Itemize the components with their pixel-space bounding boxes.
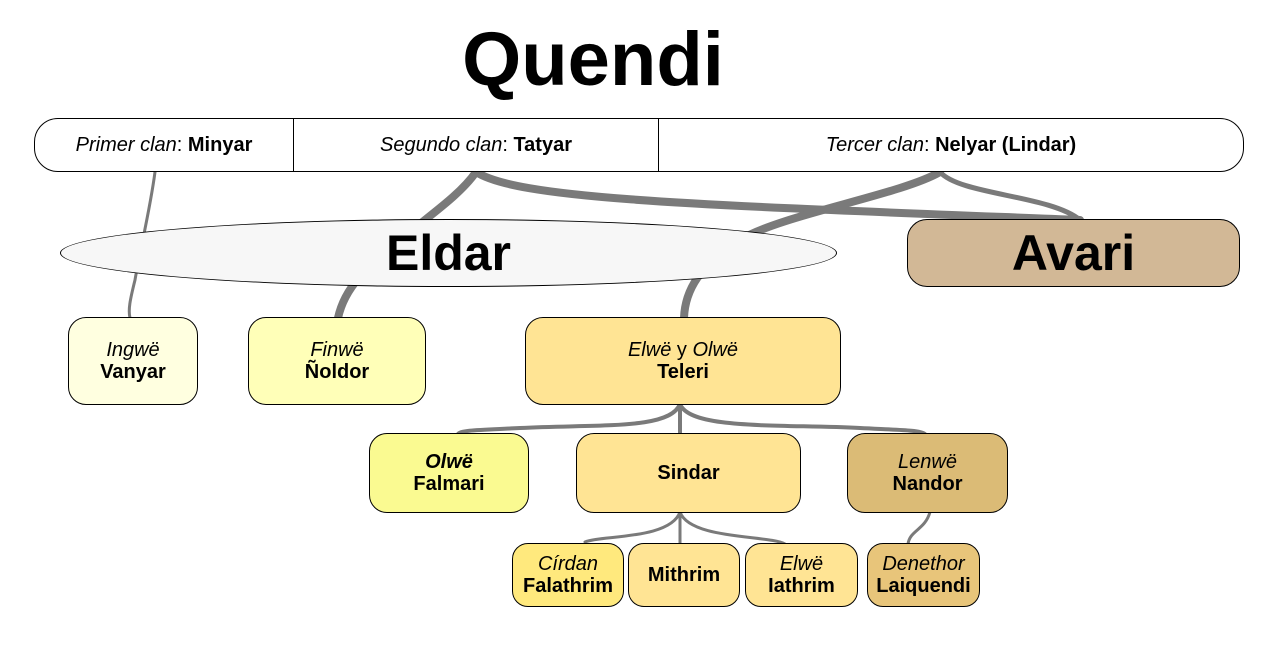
group-eldar: Eldar bbox=[60, 219, 837, 287]
clans-bar: Primer clan: Minyar Segundo clan: Tatyar… bbox=[34, 118, 1244, 172]
clan-first-name: Minyar bbox=[187, 133, 253, 156]
node-vanyar-people: Vanyar bbox=[100, 361, 166, 383]
clan-second-name: Tatyar bbox=[513, 133, 572, 156]
node-teleri-leader-b: Olwë bbox=[692, 339, 739, 361]
link-nelyar-avari bbox=[937, 169, 1083, 223]
clan-first: Primer clan: Minyar bbox=[75, 133, 253, 156]
node-iathrim: Elwë Iathrim bbox=[745, 543, 858, 607]
node-noldor-leader: Finwë bbox=[310, 339, 364, 361]
link-teleri-falmari bbox=[456, 402, 682, 436]
node-falathrim-leader: Círdan bbox=[537, 553, 599, 575]
node-teleri-people: Teleri bbox=[657, 361, 709, 383]
node-mithrim-people: Mithrim bbox=[647, 564, 721, 586]
link-sindar-falathrim bbox=[583, 510, 682, 544]
node-teleri: Elwë y Olwë Teleri bbox=[525, 317, 841, 405]
node-iathrim-people: Iathrim bbox=[768, 575, 835, 597]
node-sindar-people: Sindar bbox=[657, 462, 720, 484]
link-minyar-vanyar bbox=[127, 170, 157, 320]
node-noldor: Finwë Ñoldor bbox=[248, 317, 426, 405]
node-mithrim: Mithrim bbox=[628, 543, 740, 607]
link-sindar-iathrim bbox=[678, 510, 787, 546]
link-tatyar-avari bbox=[472, 168, 1084, 224]
node-sindar: Sindar bbox=[576, 433, 801, 513]
node-falathrim: Círdan Falathrim bbox=[512, 543, 624, 607]
clan-third-label: Tercer clan bbox=[825, 133, 924, 156]
node-laiquendi: Denethor Laiquendi bbox=[867, 543, 980, 607]
group-avari: Avari bbox=[907, 219, 1240, 287]
node-falmari: Olwë Falmari bbox=[369, 433, 529, 513]
clan-second-label: Segundo clan bbox=[380, 133, 503, 156]
node-nandor-people: Nandor bbox=[892, 473, 963, 495]
node-teleri-conj: y bbox=[671, 339, 693, 361]
node-falmari-leader: Olwë bbox=[425, 451, 473, 473]
clan-first-label: Primer clan bbox=[75, 133, 177, 156]
node-laiquendi-leader: Denethor bbox=[882, 553, 965, 575]
clan-second: Segundo clan: Tatyar bbox=[293, 119, 658, 171]
clan-third-name: Nelyar (Lindar) bbox=[935, 133, 1077, 156]
node-falmari-people: Falmari bbox=[413, 473, 485, 495]
node-laiquendi-people: Laiquendi bbox=[876, 575, 971, 597]
node-vanyar: Ingwë Vanyar bbox=[68, 317, 198, 405]
clan-third: Tercer clan: Nelyar (Lindar) bbox=[658, 119, 1243, 171]
diagram-title: Quendi bbox=[462, 17, 724, 102]
node-noldor-people: Ñoldor bbox=[304, 361, 370, 383]
node-falathrim-people: Falathrim bbox=[522, 575, 614, 597]
node-iathrim-leader: Elwë bbox=[779, 553, 824, 575]
node-vanyar-leader: Ingwë bbox=[106, 339, 160, 361]
link-nandor-laiquendi bbox=[906, 510, 932, 546]
link-teleri-nandor bbox=[678, 402, 927, 436]
node-nandor: Lenwë Nandor bbox=[847, 433, 1008, 513]
node-nandor-leader: Lenwë bbox=[898, 451, 957, 473]
node-teleri-leader-a: Elwë bbox=[627, 339, 672, 361]
